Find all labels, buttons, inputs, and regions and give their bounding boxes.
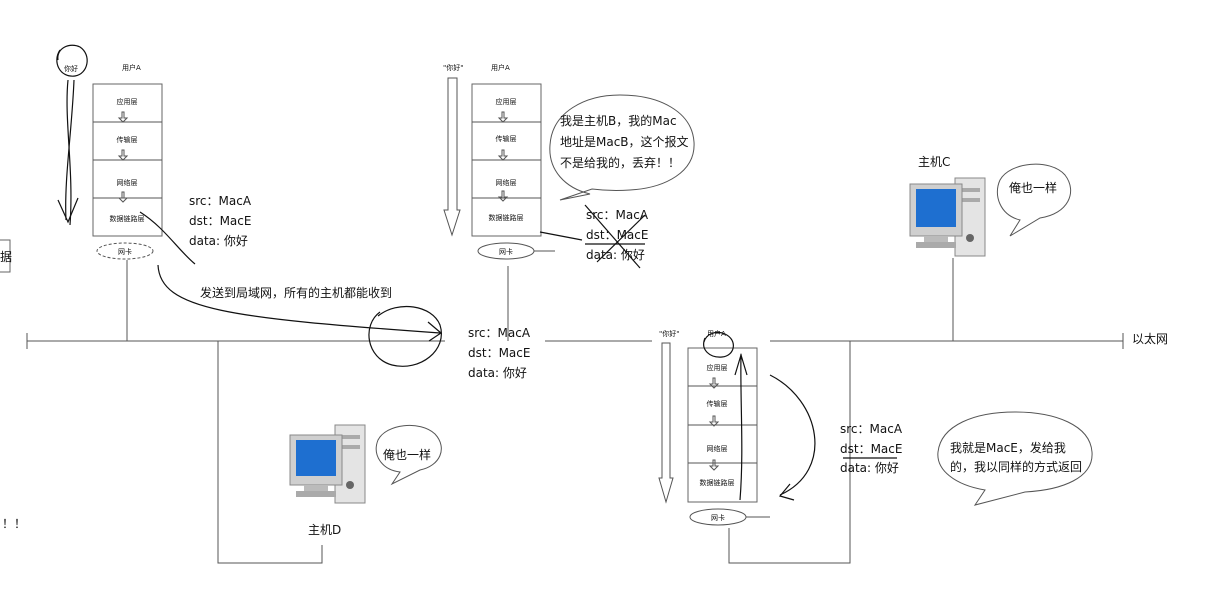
down-arrow-icon <box>497 111 509 123</box>
layer-transport: 传输层 <box>117 135 138 144</box>
hand-stroke <box>539 231 583 241</box>
frame-src: src：MacA <box>586 208 649 222</box>
host-e-bubble-line: 的，我以同样的方式返回 <box>950 459 1082 474</box>
down-arrow-icon <box>497 149 509 161</box>
computer-icon <box>289 424 366 504</box>
host-c-bubble: 俺也一样 <box>1009 180 1057 195</box>
broadcast-arrowhead <box>427 321 442 342</box>
host-b-bubble-line: 地址是MacB，这个报文 <box>560 134 689 149</box>
computer-icon <box>909 177 986 257</box>
hand-arrow <box>65 79 75 221</box>
hand-stroke <box>739 353 743 501</box>
hand-arrowhead <box>734 352 748 376</box>
nic-label: 网卡 <box>118 247 132 256</box>
host-b-stack: 应用层 传输层 网络层 数据链路层 用户A "你好" 网卡 <box>443 63 555 260</box>
host-c-name: 主机C <box>918 155 950 169</box>
nic <box>96 242 154 260</box>
host-e-stack: 应用层 传输层 网络层 数据链路层 用户A "你好" 网卡 <box>658 329 816 526</box>
host-e-speech-bubble: 我就是MacE，发给我 的，我以同样的方式返回 <box>937 411 1093 506</box>
broadcast-label: 发送到局域网，所有的主机都能收到 <box>200 285 392 300</box>
down-arrow-icon <box>708 377 720 389</box>
hello-label: "你好" <box>659 329 679 338</box>
frame-dst: dst：MacE <box>840 442 902 456</box>
user-label: 用户A <box>491 63 510 72</box>
host-e-bubble-line: 我就是MacE，发给我 <box>950 440 1066 455</box>
user-label: 用户A <box>122 63 141 72</box>
host-c: 主机C 俺也一样 <box>909 155 1072 257</box>
down-arrow-icon <box>443 77 461 237</box>
host-d-bubble: 俺也一样 <box>383 447 431 462</box>
ethernet-label: 以太网 <box>1132 331 1168 346</box>
hand-circle <box>368 305 442 367</box>
down-arrow-icon <box>117 191 129 203</box>
layer-network: 网络层 <box>707 444 728 453</box>
return-arrowhead <box>778 483 795 501</box>
hand-stroke <box>139 211 196 265</box>
nic-label: 网卡 <box>499 247 513 256</box>
frame-dst: dst：MacE <box>468 346 530 360</box>
down-arrow-icon <box>497 190 509 202</box>
host-d-name: 主机D <box>308 523 341 537</box>
broadcast-arrow <box>157 264 441 334</box>
layer-application: 应用层 <box>707 363 728 372</box>
layer-transport: 传输层 <box>496 134 517 143</box>
down-arrow-icon <box>658 342 674 504</box>
frame-src: src：MacA <box>840 422 903 436</box>
frame-src: src：MacA <box>468 326 531 340</box>
layer-application: 应用层 <box>496 97 517 106</box>
partial-exclaim: ！！ <box>2 517 26 531</box>
cross-line <box>584 204 641 269</box>
host-b-bubble-line: 不是给我的，丢弃！！ <box>560 155 680 170</box>
host-b-speech-bubble: 我是主机B，我的Mac 地址是MacB，这个报文 不是给我的，丢弃！！ <box>549 94 695 201</box>
hello-label: "你好" <box>443 63 463 72</box>
layer-datalink: 数据链路层 <box>110 214 145 223</box>
partial-box-text: 据 <box>0 250 12 264</box>
frame-dst: dst：MacE <box>189 214 251 228</box>
frame-data: data: 你好 <box>189 234 248 248</box>
user-label: 用户A <box>707 329 726 338</box>
host-a-stack: 应用层 传输层 网络层 数据链路层 用户A 你好 网卡 <box>56 44 196 265</box>
nic-label: 网卡 <box>711 513 725 522</box>
layer-network: 网络层 <box>117 178 138 187</box>
layer-network: 网络层 <box>496 178 517 187</box>
down-arrow-icon <box>117 149 129 161</box>
down-arrow-icon <box>708 459 720 471</box>
frame-data: data: 你好 <box>468 366 527 380</box>
layer-datalink: 数据链路层 <box>489 213 524 222</box>
frame-data: data: 你好 <box>586 248 645 262</box>
partial-box <box>0 239 11 273</box>
layer-datalink: 数据链路层 <box>700 478 735 487</box>
hand-arrowhead <box>57 197 79 224</box>
hello-label: 你好 <box>64 64 78 73</box>
down-arrow-icon <box>708 415 720 427</box>
hand-circle <box>703 331 734 358</box>
ethernet-bus: 以太网 <box>26 331 1168 349</box>
cross-line <box>596 214 646 263</box>
hand-circle <box>56 44 88 77</box>
frame-data: data: 你好 <box>840 461 899 475</box>
layer-application: 应用层 <box>117 97 138 106</box>
host-b-bubble-line: 我是主机B，我的Mac <box>560 113 677 128</box>
layer-transport: 传输层 <box>707 399 728 408</box>
host-d: 主机D 俺也一样 <box>289 424 442 537</box>
bus-drops <box>126 258 954 564</box>
frame-dst: dst：MacE <box>586 228 648 242</box>
return-arrow <box>769 374 816 496</box>
down-arrow-icon <box>117 111 129 123</box>
frame-src: src：MacA <box>189 194 252 208</box>
